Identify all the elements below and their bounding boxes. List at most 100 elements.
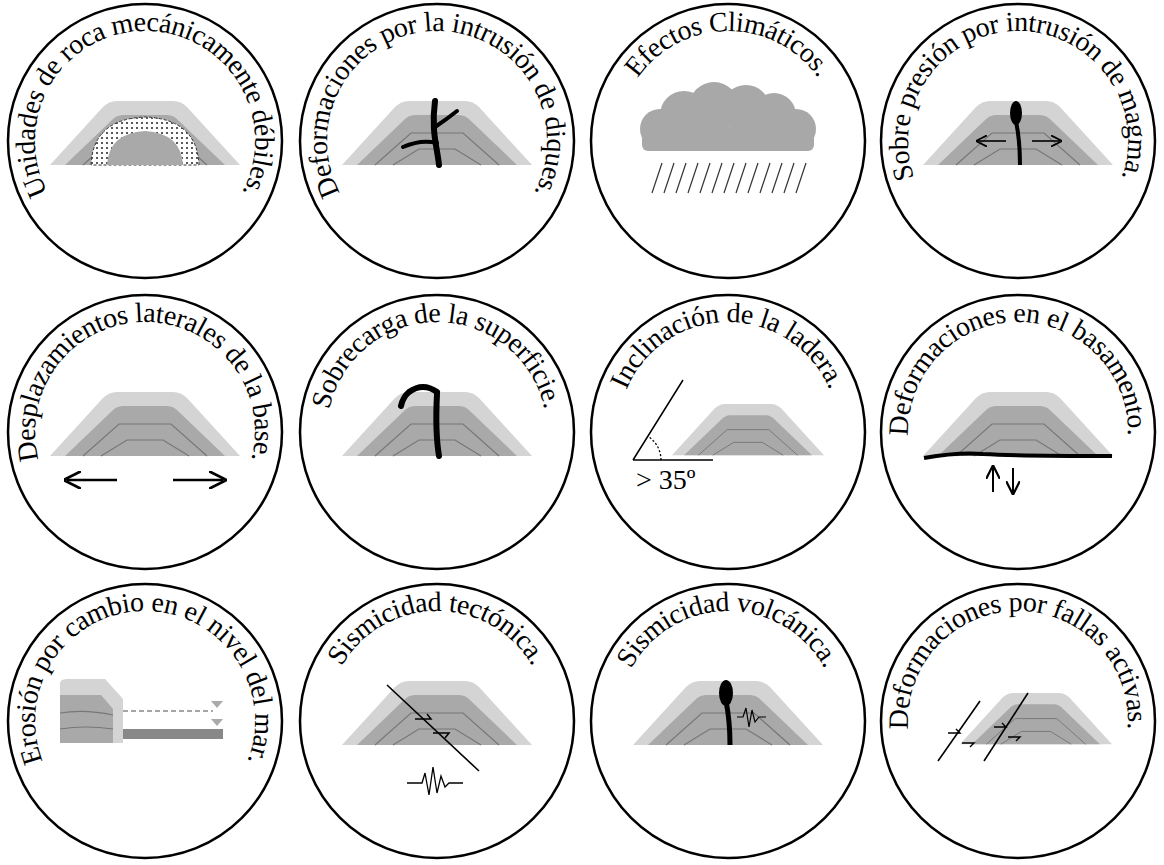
art-g: [640, 82, 816, 151]
glyph: d: [715, 588, 730, 617]
glyph: d: [412, 299, 430, 329]
glyph: C: [708, 8, 729, 37]
circle-outline: [878, 581, 1158, 861]
circle-outline: [878, 1, 1158, 281]
circle-node: Inclinación de la ladera.: [588, 292, 868, 572]
glyph: .: [1123, 429, 1151, 436]
lateral-spread-volcano: [50, 392, 240, 480]
circle-outline: [5, 292, 285, 572]
art-use: [633, 681, 823, 745]
circle-title: Deformaciones por fallas activas.: [878, 581, 1158, 861]
art-use: [923, 392, 1113, 456]
circle-node: Unidades de roca mecánicamente débiles.: [5, 1, 285, 281]
circle-outline: [297, 581, 577, 861]
glyph: [1005, 299, 1014, 327]
circle-node: Erosión por cambio en el nivel del mar.: [5, 581, 285, 861]
glyph: m: [109, 8, 136, 40]
art-line: [938, 701, 980, 761]
art-path: [434, 101, 439, 165]
art-path: [652, 163, 806, 193]
label-anchor: > 35º: [636, 466, 695, 494]
glyph: D: [885, 414, 914, 436]
circle-title: Sobrecarga de la superficie.: [297, 292, 577, 572]
glyph: e: [428, 299, 441, 327]
art-line: [978, 140, 1006, 142]
glyph: o: [304, 140, 333, 156]
circle-outline: [5, 1, 285, 281]
glyph: e: [12, 428, 40, 441]
art-use: [50, 101, 240, 165]
circle-border: [591, 295, 865, 569]
glyph: b: [885, 136, 913, 151]
glyph: D: [885, 709, 913, 730]
weak-rock-volcano: [50, 101, 240, 165]
glyph: D: [12, 439, 43, 464]
rain-cloud: [640, 82, 816, 193]
art-path: [407, 767, 463, 795]
circle-border: [300, 295, 574, 569]
art-use: [342, 101, 532, 165]
art-line: [1012, 468, 1014, 492]
art-line: [1032, 140, 1060, 142]
circle-border: [881, 295, 1155, 569]
art-path: [60, 695, 113, 743]
art-line: [123, 710, 213, 711]
art-path: [415, 714, 449, 738]
glyph: l: [134, 299, 143, 327]
circle-border: [8, 295, 282, 569]
art-use: [50, 392, 240, 456]
dike-volcano: [342, 101, 532, 165]
circle-title: Erosión por cambio en el nivel del mar.: [5, 581, 285, 861]
circle-border: [8, 4, 282, 278]
glyph: a: [143, 299, 156, 327]
circle-title: Inclinación de la ladera.: [588, 292, 868, 572]
art-path: [435, 111, 457, 127]
circle-border: [881, 4, 1155, 278]
circle-node: Efectos Climáticos.: [588, 1, 868, 281]
art-path: [648, 436, 661, 460]
glyph: p: [1008, 588, 1023, 616]
tectonic-volcano: [342, 681, 532, 795]
circle-outline: [297, 292, 577, 572]
circle-title: Desplazamientos laterales de la base.: [5, 292, 285, 572]
art-path: [737, 708, 766, 727]
overload-volcano: [342, 387, 532, 456]
circle-node: Sobrecarga de la superficie.: [297, 292, 577, 572]
glyph: d: [12, 140, 41, 156]
glyph: n: [1025, 299, 1043, 329]
glyph: e: [1013, 299, 1026, 327]
glyph: e: [133, 8, 147, 37]
glyph: o: [1122, 413, 1151, 429]
glyph: a: [432, 8, 445, 36]
sea-cliff: [60, 679, 223, 743]
glyph: n: [1014, 8, 1029, 36]
art-use: [960, 693, 1112, 744]
circle-title: Unidades de roca mecánicamente débiles.: [5, 1, 285, 281]
circle-node: Sismicidad volcánica.: [588, 581, 868, 861]
circle-title: Efectos Climáticos.: [588, 1, 868, 281]
glyph: d: [540, 114, 570, 132]
art-path: [60, 711, 113, 729]
glyph: a: [249, 417, 278, 431]
glyph: i: [1005, 8, 1015, 36]
glyph: .: [1123, 722, 1151, 730]
art-path: [60, 679, 123, 743]
circle-outline: [588, 581, 868, 861]
glyph: s: [12, 712, 40, 724]
art-path: [211, 701, 223, 726]
circle-outline: [588, 292, 868, 572]
art-line: [992, 468, 994, 492]
art-path: [1016, 121, 1020, 165]
circle-border: [881, 584, 1155, 858]
volcanic-seismic-volcano: [633, 680, 823, 745]
glyph: [249, 704, 278, 714]
circle-outline: [588, 1, 868, 281]
art-line: [387, 685, 479, 771]
glyph: g: [1122, 123, 1151, 139]
art-path: [924, 454, 1112, 459]
circle-node: Sobre presión por intrusión de magma.: [878, 1, 1158, 281]
art-path: [91, 117, 199, 165]
